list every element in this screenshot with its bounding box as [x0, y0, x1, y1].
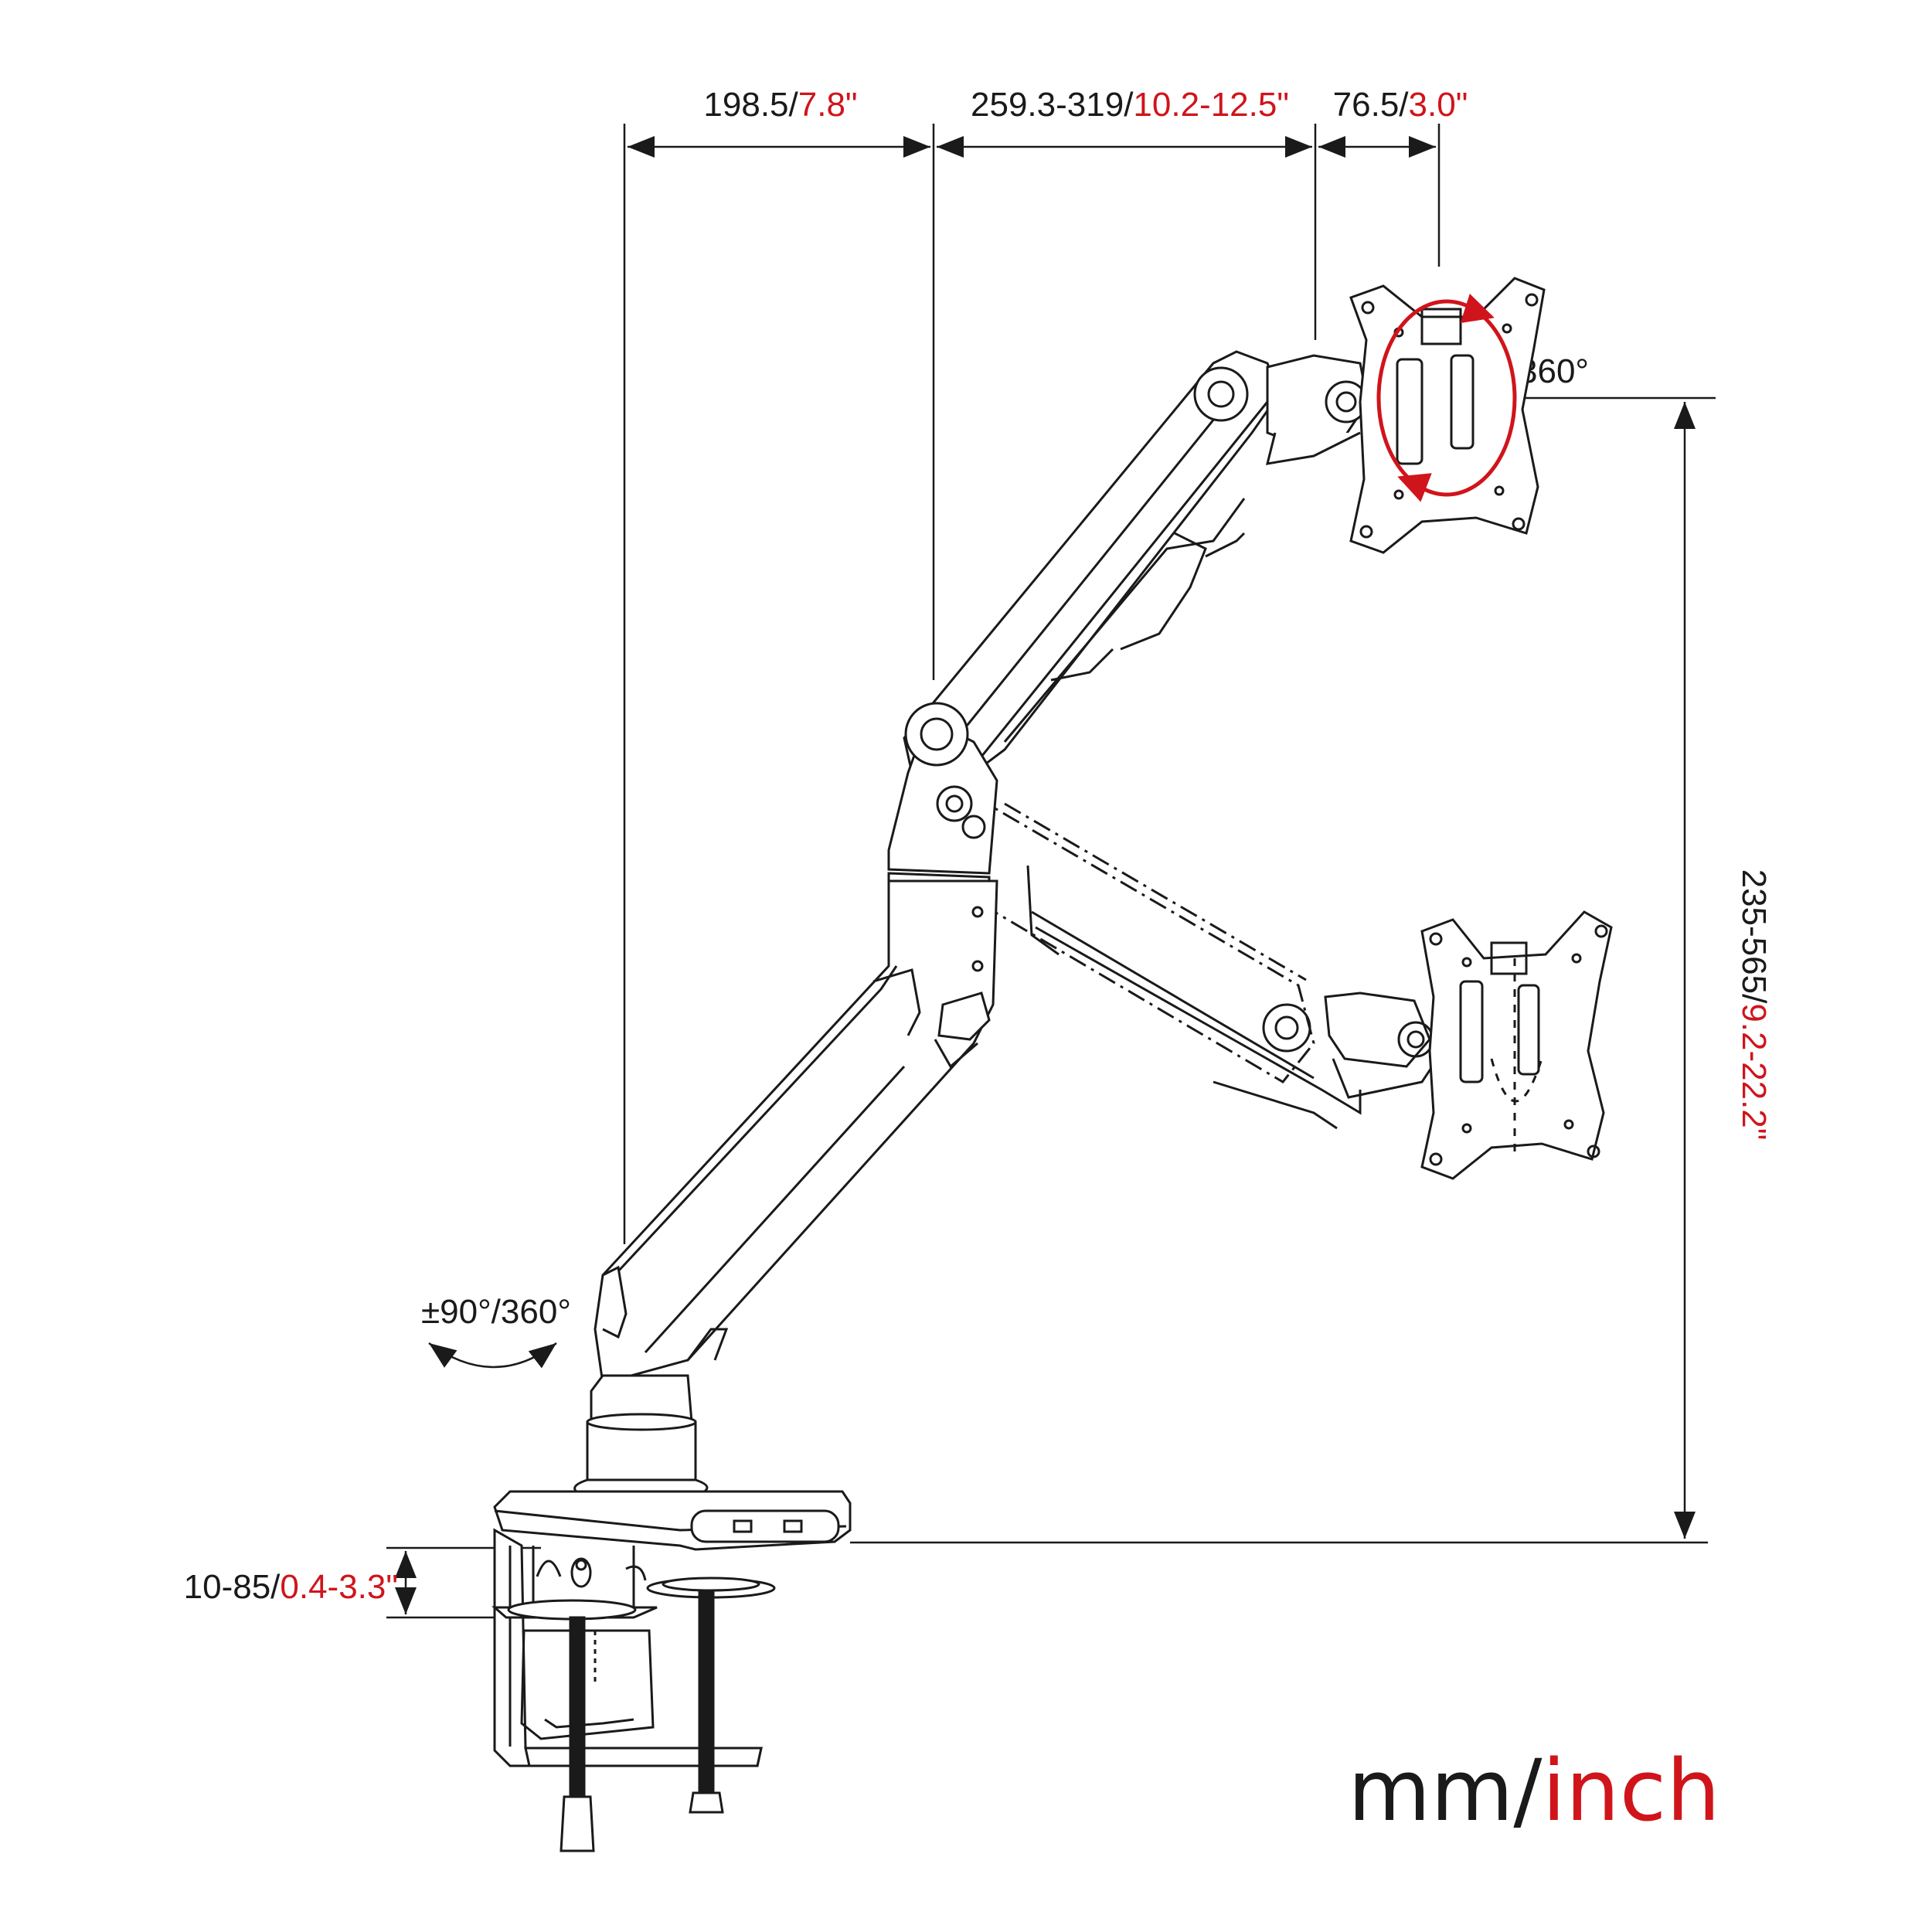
dim-height-imperial: 9.2-22.2" — [1735, 1003, 1773, 1140]
lower-vesa-plate-icon — [1420, 910, 1613, 1180]
plate-rotation-arrow-icon — [1376, 299, 1517, 497]
upper-arm — [903, 350, 1369, 786]
dim-top-left-imperial: 7.8" — [798, 86, 858, 124]
lower-main-arm — [594, 879, 998, 1385]
dim-top-right-imperial: 3.0" — [1409, 86, 1468, 124]
dim-height-label: 235-565/9.2-22.2" — [1735, 869, 1773, 1141]
units-legend-imperial: inch — [1542, 1741, 1719, 1840]
usb-port-panel — [690, 1509, 840, 1543]
base-rotation-label: ±90°/360° — [421, 1293, 571, 1331]
dim-clamp-metric: 10-85/ — [184, 1568, 281, 1606]
lower-arm-position — [973, 794, 1439, 1130]
dim-top-middle-metric: 259.3-319/ — [971, 86, 1134, 124]
dim-top-left-metric: 198.5/ — [703, 86, 798, 124]
dim-top-right-metric: 76.5/ — [1333, 86, 1410, 124]
desk-clamp-icon — [491, 1374, 852, 1852]
dimension-lines — [386, 124, 1716, 1619]
dim-clamp-imperial: 0.4-3.3" — [280, 1568, 398, 1606]
rotation-arrow-icon — [428, 1342, 557, 1369]
units-legend-metric: mm/ — [1348, 1741, 1543, 1840]
dim-top-left-label: 198.5/7.8" — [703, 86, 857, 124]
units-legend: mm/inch — [1348, 1741, 1720, 1840]
dim-height-metric: 235-565/ — [1735, 869, 1773, 1004]
dim-clamp-label: 10-85/0.4-3.3" — [184, 1568, 398, 1606]
dim-top-right-label: 76.5/3.0" — [1333, 86, 1468, 124]
dim-top-middle-imperial: 10.2-12.5" — [1133, 86, 1289, 124]
dim-top-middle-label: 259.3-319/10.2-12.5" — [971, 86, 1289, 124]
